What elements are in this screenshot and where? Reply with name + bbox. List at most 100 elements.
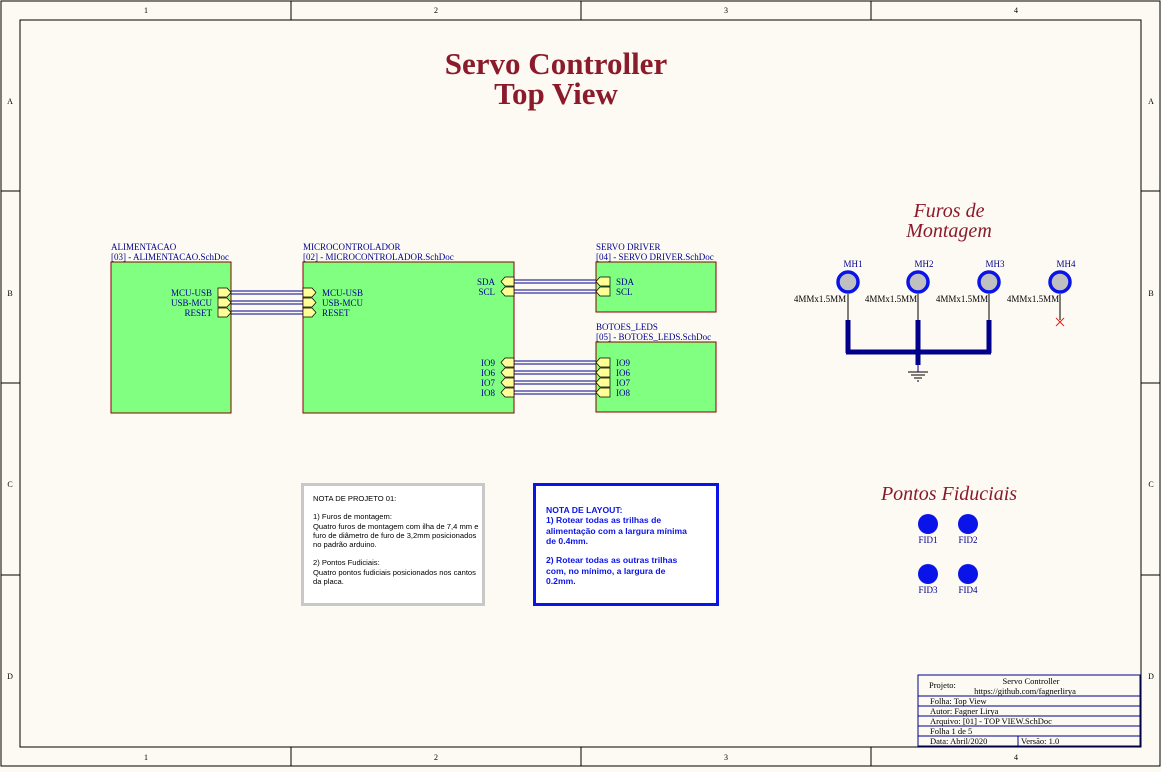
- fiducial-fid3[interactable]: FID3: [918, 564, 938, 595]
- sheet-symbol-microcontrolador[interactable]: MICROCONTROLADOR [02] - MICROCONTROLADOR…: [302, 242, 515, 414]
- sheet-port[interactable]: RESET: [184, 307, 232, 318]
- title-block-page: Folha 1 de 5: [930, 726, 972, 736]
- title-block-project-name: Servo Controller: [1003, 676, 1060, 686]
- hole-value: 4MMx1.5MM: [794, 294, 846, 304]
- note-line: com, no mínimo, a largura de: [546, 565, 666, 576]
- wires: [231, 279, 596, 395]
- port-label: USB-MCU: [322, 298, 364, 308]
- title-block-sheet: Folha: Top View: [930, 696, 988, 706]
- frame-col-label: 3: [724, 6, 728, 15]
- fiducial-fid1[interactable]: FID1: [918, 514, 938, 545]
- note-line: NOTA DE PROJETO 01:: [313, 494, 397, 503]
- fiducial-ref: FID2: [958, 535, 977, 545]
- frame-row-label: B: [1148, 289, 1153, 298]
- sheet-port[interactable]: MCU-USB: [302, 287, 363, 298]
- hole-value: 4MMx1.5MM: [865, 294, 917, 304]
- sheet-symbol-alimentacao[interactable]: ALIMENTACAO [03] - ALIMENTACAO.SchDoc MC…: [110, 242, 232, 414]
- sheet-port[interactable]: IO7: [481, 377, 515, 388]
- note-line: de 0.4mm.: [546, 535, 589, 546]
- port-label: IO6: [481, 368, 495, 378]
- port-label: SCL: [616, 287, 633, 297]
- port-label: SDA: [616, 277, 635, 287]
- sheet-filename: [03] - ALIMENTACAO.SchDoc: [111, 252, 229, 262]
- hole-value: 4MMx1.5MM: [1007, 294, 1059, 304]
- sheet-filename: [05] - BOTOES_LEDS.SchDoc: [596, 332, 711, 342]
- note-line: Quatro pontos fudiciais posicionados nos…: [313, 567, 476, 577]
- note-line: 2) Rotear todas as outras trilhas: [546, 555, 678, 566]
- sheet-port[interactable]: MCU-USB: [171, 287, 232, 298]
- mounting-hole-mh3[interactable]: MH3 4MMx1.5MM: [936, 259, 1005, 320]
- fiducial-fid2[interactable]: FID2: [958, 514, 978, 545]
- mounting-hole-mh2[interactable]: MH2 4MMx1.5MM: [865, 259, 934, 320]
- hole-ref: MH3: [985, 259, 1005, 269]
- sheet-symbol-botoes-leds[interactable]: BOTOES_LEDS [05] - BOTOES_LEDS.SchDoc IO…: [595, 322, 717, 413]
- sheet-port[interactable]: SCL: [478, 286, 515, 297]
- sheet-port[interactable]: IO7: [595, 377, 630, 388]
- sheet-filename: [02] - MICROCONTROLADOR.SchDoc: [303, 252, 454, 262]
- sheet-name: SERVO DRIVER: [596, 242, 661, 252]
- sheet-name: MICROCONTROLADOR: [303, 242, 401, 252]
- ground-icon: [908, 371, 928, 382]
- frame-col-label: 1: [144, 753, 148, 762]
- sheet-port[interactable]: IO9: [481, 357, 515, 368]
- sheet-port[interactable]: IO9: [595, 357, 630, 368]
- port-label: USB-MCU: [171, 298, 213, 308]
- mounting-hole-mh1[interactable]: MH1 4MMx1.5MM: [794, 259, 863, 320]
- sheet-port[interactable]: IO8: [481, 387, 515, 398]
- note-line: [546, 546, 706, 555]
- title-block-file: Arquivo: [01] - TOP VIEW.SchDoc: [930, 716, 1052, 726]
- no-connect-icon: [1055, 317, 1065, 327]
- fiducial-fid4[interactable]: FID4: [958, 564, 978, 595]
- sheet-port[interactable]: IO6: [595, 367, 630, 378]
- frame-row-label: A: [1148, 97, 1154, 106]
- port-label: MCU-USB: [171, 288, 212, 298]
- fiducial-ref: FID3: [918, 585, 938, 595]
- title-block-version: Versão: 1.0: [1021, 736, 1059, 746]
- note-line: 2) Pontos Fudiciais:: [313, 558, 380, 568]
- fiducials-section: Pontos Fiduciais FID1 FID2 FID3 FID4: [880, 483, 1017, 595]
- sheet-symbol-servo-driver[interactable]: SERVO DRIVER [04] - SERVO DRIVER.SchDoc …: [595, 242, 717, 313]
- port-label: SCL: [478, 287, 495, 297]
- mounting-title-line2: Montagem: [905, 220, 992, 242]
- sheet-port[interactable]: USB-MCU: [302, 297, 364, 308]
- note-line: [313, 549, 473, 558]
- sheet-port[interactable]: IO8: [595, 387, 630, 398]
- sheet-port[interactable]: SDA: [477, 276, 515, 287]
- note-line: Quatro furos de montagem com ilha de 7,4…: [313, 521, 479, 531]
- sheet-name: ALIMENTACAO: [111, 242, 177, 252]
- frame-col-label: 3: [724, 753, 728, 762]
- frame-col-label: 4: [1014, 753, 1018, 762]
- frame-row-label: A: [7, 97, 13, 106]
- mounting-hole-mh4[interactable]: MH4 4MMx1.5MM: [1007, 259, 1076, 327]
- sheet-port[interactable]: USB-MCU: [171, 297, 232, 308]
- sheet-port[interactable]: SCL: [595, 286, 633, 297]
- title-block-project-url: https://github.com/fagnerlirya: [974, 686, 1076, 696]
- port-label: IO9: [616, 358, 630, 368]
- note-line: [313, 503, 473, 512]
- fiducials-title: Pontos Fiduciais: [880, 483, 1017, 505]
- note-line: alimentação com a largura mínima: [546, 525, 687, 536]
- port-label: IO8: [481, 388, 495, 398]
- title-block-author: Autor: Fagner Lirya: [930, 706, 999, 716]
- port-label: SDA: [477, 277, 496, 287]
- frame-col-label: 4: [1014, 6, 1018, 15]
- sheet-port[interactable]: SDA: [595, 276, 635, 287]
- port-label: IO8: [616, 388, 630, 398]
- mounting-title-line1: Furos de: [913, 200, 985, 222]
- sheet-filename: [04] - SERVO DRIVER.SchDoc: [596, 252, 714, 262]
- port-label: IO9: [481, 358, 495, 368]
- hole-value: 4MMx1.5MM: [936, 294, 988, 304]
- sheet-port[interactable]: IO6: [481, 367, 515, 378]
- fiducial-ref: FID1: [918, 535, 937, 545]
- sheet-name: BOTOES_LEDS: [596, 322, 658, 332]
- project-note: NOTA DE PROJETO 01: 1) Furos de montagem…: [301, 483, 485, 606]
- frame-row-label: C: [1148, 480, 1153, 489]
- hole-ref: MH1: [843, 259, 862, 269]
- note-line: da placa.: [313, 576, 344, 586]
- layout-note: NOTA DE LAYOUT: 1) Rotear todas as trilh…: [533, 483, 719, 606]
- sheet-port[interactable]: RESET: [302, 307, 350, 318]
- hole-ref: MH2: [914, 259, 933, 269]
- port-label: IO6: [616, 368, 630, 378]
